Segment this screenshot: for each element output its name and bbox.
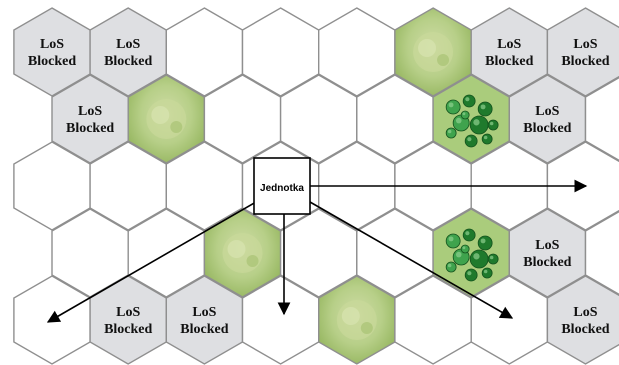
clearing-texture <box>246 255 259 267</box>
los-label-line1: LoS <box>573 37 597 52</box>
hex-layer: LoSBlockedLoSBlockedLoSBlockedLoSBlocked… <box>13 7 619 365</box>
tree-icon <box>445 99 461 115</box>
los-arrow-south-east <box>309 201 514 319</box>
tree-highlight <box>489 255 494 260</box>
tree-icon <box>487 119 499 131</box>
los-label-line1: LoS <box>535 104 559 119</box>
hex-blocked-r0-c1: LoS Blocked <box>89 7 168 97</box>
los-label-line2: Blocked <box>104 322 152 337</box>
unit-marker: Jednotka <box>253 157 311 215</box>
los-label-line1: LoS <box>497 37 521 52</box>
tree-icon <box>469 249 489 269</box>
los-label-line2: Blocked <box>485 54 533 69</box>
tree-highlight <box>480 238 486 244</box>
los-label-line1: LoS <box>192 305 216 320</box>
hex-cell <box>546 275 619 365</box>
tree-highlight <box>455 117 462 124</box>
los-label-line2: Blocked <box>104 54 152 69</box>
hex-blocked-r3-c6: LoS Blocked <box>508 208 587 298</box>
tree-icon <box>462 94 476 108</box>
line-of-sight-arrows <box>46 179 588 323</box>
tree-icon <box>445 127 457 139</box>
tree-icon <box>445 233 461 249</box>
tree-icon <box>481 133 493 145</box>
los-label-line2: Blocked <box>180 322 228 337</box>
los-label-line2: Blocked <box>66 121 114 136</box>
tree-icon <box>462 228 476 242</box>
tree-highlight <box>455 251 462 258</box>
tree-highlight <box>483 269 488 274</box>
los-label-line1: LoS <box>573 305 597 320</box>
tree-icon <box>460 110 470 120</box>
hex-blocked-r4-c1: LoS Blocked <box>89 275 168 365</box>
tree-highlight <box>480 104 486 110</box>
tree-icon <box>469 115 489 135</box>
los-label-line2: Blocked <box>523 121 571 136</box>
tree-icon <box>487 253 499 265</box>
tree-icon <box>464 268 478 282</box>
los-label-line1: LoS <box>535 238 559 253</box>
hex-blocked-r4-c7: LoS Blocked <box>546 275 619 365</box>
clearing-texture <box>227 240 246 258</box>
hex-blocked-r4-c2: LoS Blocked <box>165 275 244 365</box>
hex-cell <box>584 210 619 296</box>
los-label-line2: Blocked <box>523 255 571 270</box>
los-arrow-south-west <box>46 201 257 323</box>
hex-forest-r3-c5 <box>432 208 510 298</box>
tree-highlight <box>467 271 472 276</box>
los-label-line1: LoS <box>40 37 64 52</box>
los-label-line1: LoS <box>116 37 140 52</box>
tree-icon <box>460 244 470 254</box>
unit-label: Jednotka <box>260 183 304 194</box>
los-label-line2: Blocked <box>28 54 76 69</box>
clearing-texture <box>418 39 437 57</box>
los-label-line2: Blocked <box>561 322 609 337</box>
hex-blocked-r0-c7: LoS Blocked <box>546 7 619 97</box>
clearing-texture <box>360 322 373 334</box>
hex-blocked-r0-c6: LoS Blocked <box>470 7 549 97</box>
tree-icon <box>477 101 493 117</box>
tree-highlight <box>447 263 452 268</box>
tree-highlight <box>448 236 454 242</box>
los-label-line2: Blocked <box>561 54 609 69</box>
los-label-line1: LoS <box>116 305 140 320</box>
tree-highlight <box>462 246 466 250</box>
tree-highlight <box>489 121 494 126</box>
tree-highlight <box>465 97 470 102</box>
hex-empty-r3-c7 <box>584 210 619 296</box>
tree-highlight <box>473 119 480 126</box>
hex-cell <box>546 7 619 97</box>
clearing-texture <box>437 54 450 66</box>
clearing-texture <box>151 106 170 124</box>
tree-highlight <box>462 112 466 116</box>
tree-highlight <box>447 129 452 134</box>
hex-cell <box>584 76 619 162</box>
tree-highlight <box>467 137 472 142</box>
tree-icon <box>477 235 493 251</box>
tree-highlight <box>465 231 470 236</box>
clearing-texture <box>341 307 360 325</box>
tree-highlight <box>448 102 454 108</box>
tree-highlight <box>473 253 480 260</box>
hex-empty-r1-c7 <box>584 76 619 162</box>
tree-icon <box>445 261 457 273</box>
hex-blocked-r0-c0: LoS Blocked <box>13 7 91 97</box>
tree-icon <box>464 134 478 148</box>
tree-icon <box>481 267 493 279</box>
los-label-line1: LoS <box>78 104 102 119</box>
clearing-texture <box>170 121 183 133</box>
unit-box <box>253 157 311 215</box>
tree-highlight <box>483 135 488 140</box>
hex-clearing-r1-c1 <box>127 74 206 164</box>
hex-forest-r1-c5 <box>432 74 510 164</box>
